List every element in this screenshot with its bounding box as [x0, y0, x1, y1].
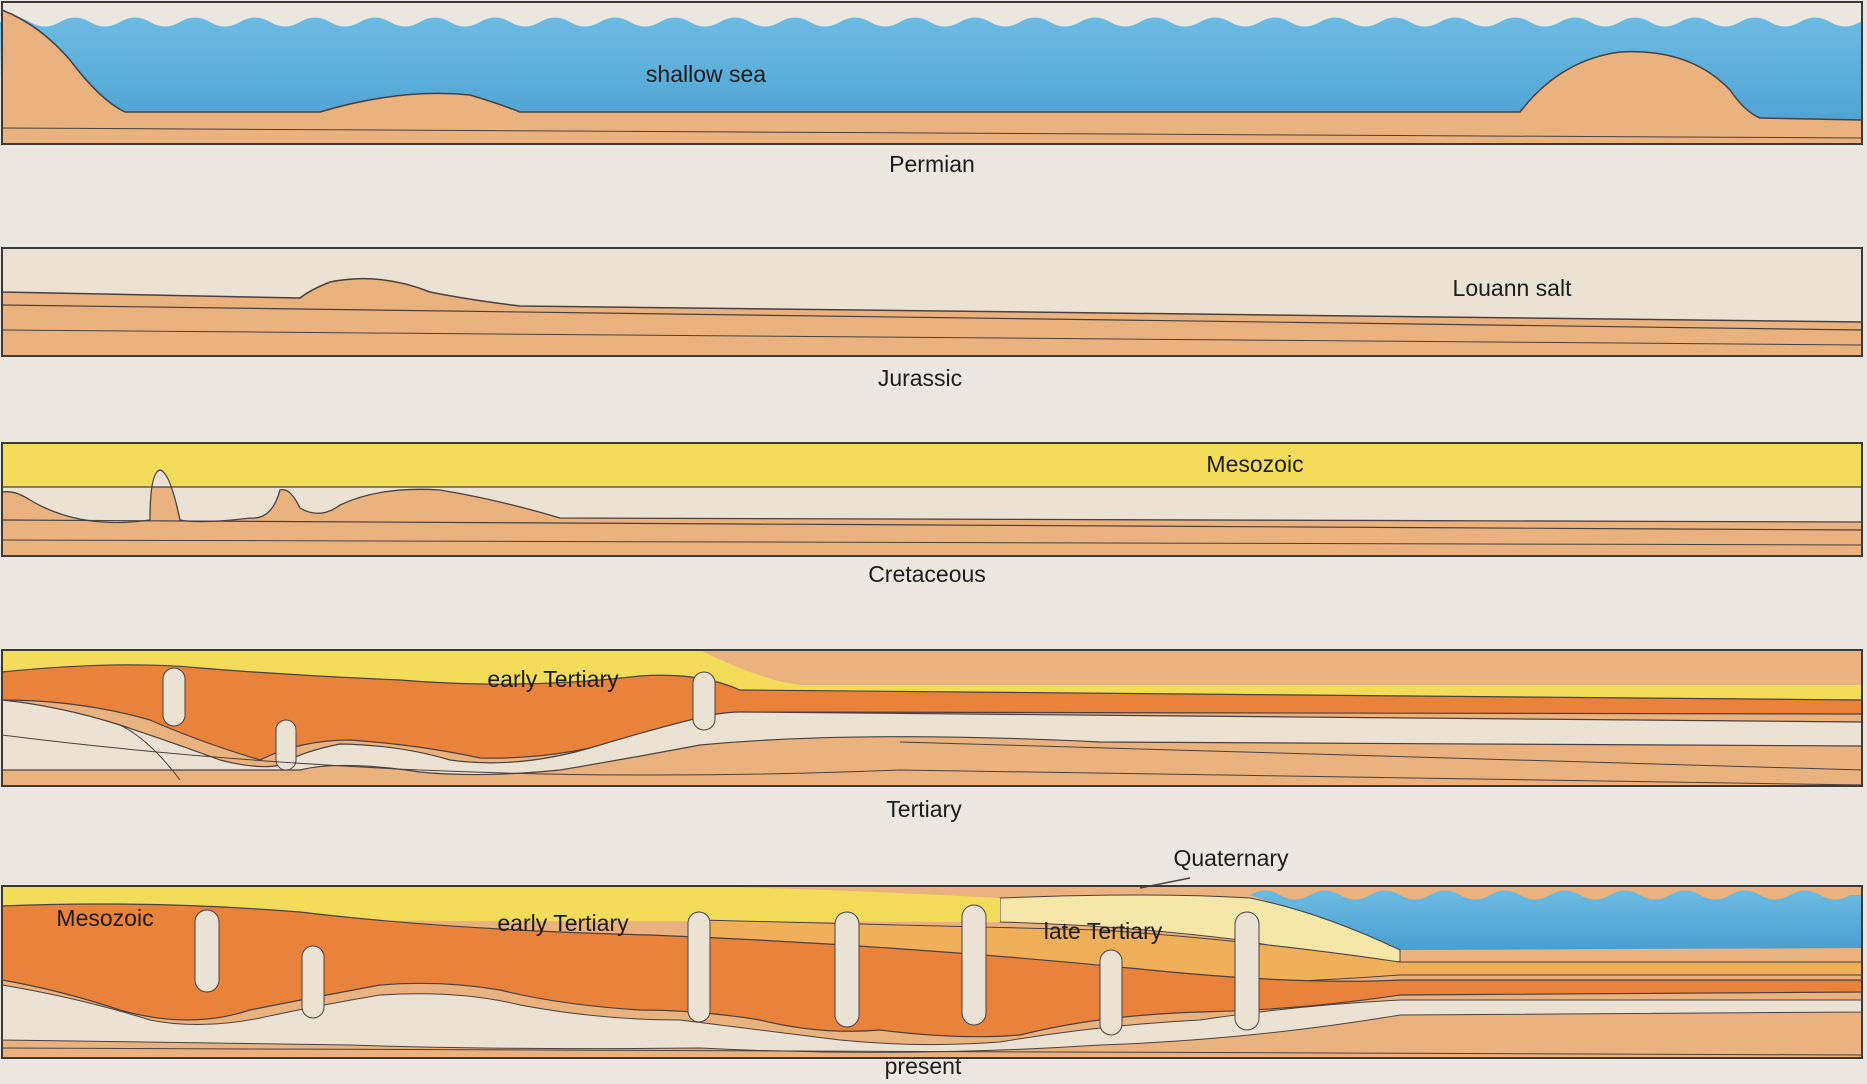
- label-late-tertiary: late Tertiary: [1044, 918, 1163, 944]
- label-mesozoic-present: Mesozoic: [56, 905, 153, 931]
- mesozoic-layer: [2, 443, 1862, 487]
- panel-cretaceous: Mesozoic Cretaceous: [2, 443, 1862, 587]
- label-early-tertiary: early Tertiary: [487, 666, 619, 692]
- label-shallow-sea: shallow sea: [646, 61, 766, 87]
- caption-tertiary: Tertiary: [886, 796, 962, 822]
- caption-cretaceous: Cretaceous: [868, 561, 986, 587]
- label-mesozoic: Mesozoic: [1206, 451, 1303, 477]
- label-early-tertiary-present: early Tertiary: [497, 910, 629, 936]
- panel-tertiary: early Tertiary Tertiary: [2, 650, 1862, 822]
- label-quaternary: Quaternary: [1173, 845, 1289, 871]
- caption-present: present: [885, 1053, 962, 1079]
- panel-jurassic: Louann salt Jurassic: [2, 248, 1862, 391]
- caption-permian: Permian: [889, 151, 975, 177]
- panel-present: Mesozoic early Tertiary late Tertiary Qu…: [2, 845, 1862, 1079]
- panel-permian: shallow sea Permian: [0, 2, 1862, 177]
- label-louann-salt: Louann salt: [1453, 275, 1573, 301]
- caption-jurassic: Jurassic: [878, 365, 962, 391]
